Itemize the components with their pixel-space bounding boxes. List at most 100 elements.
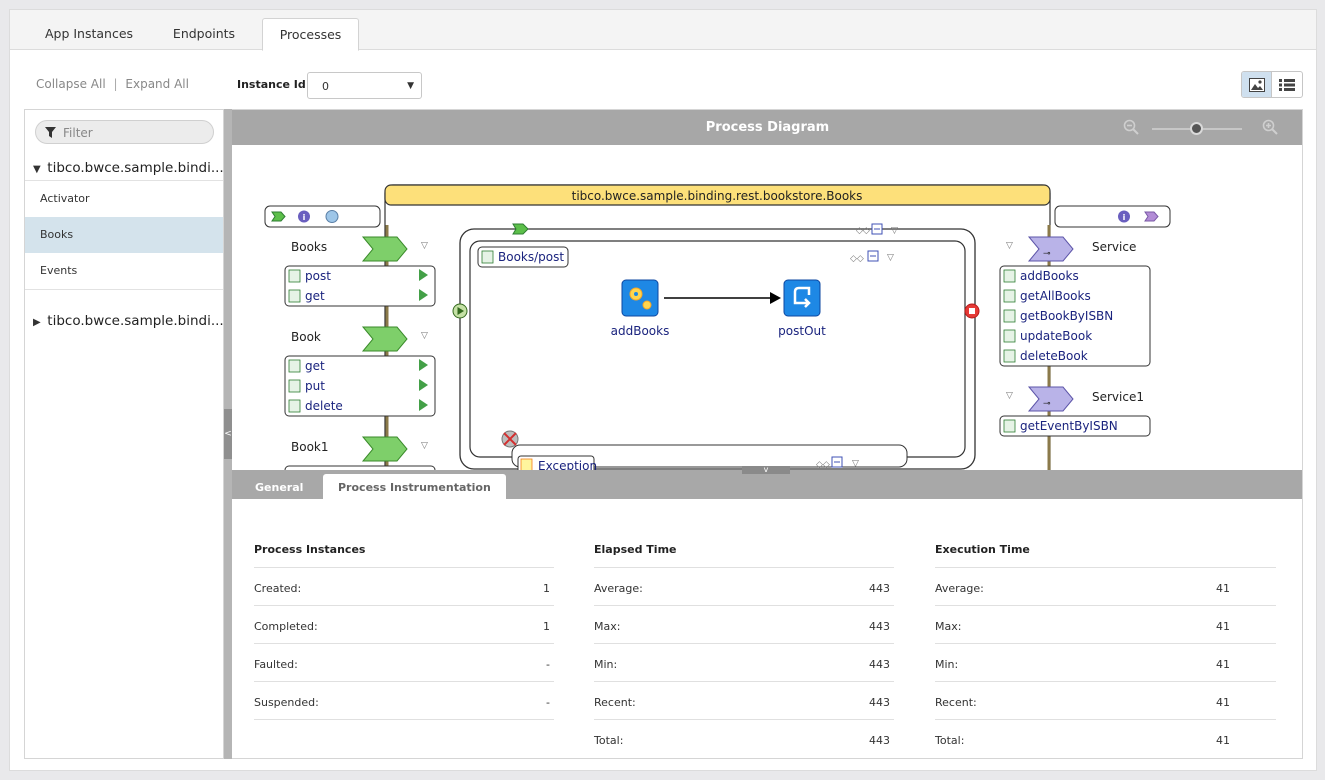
catch-all-icon [520, 458, 533, 470]
image-icon [1248, 77, 1265, 92]
tree-node-label: tibco.bwce.sample.bindi... [47, 313, 224, 329]
instance-id-select[interactable]: 0 ▼ [307, 72, 422, 99]
ops-box-book1 [284, 465, 436, 470]
triangle-down-icon[interactable]: ▼ [33, 164, 41, 175]
stat-row: Min:41 [935, 644, 1276, 682]
op-get[interactable]: get [305, 289, 325, 303]
play-icon[interactable] [419, 269, 428, 281]
stat-value: 41 [1216, 734, 1230, 747]
op-updatebook[interactable]: updateBook [1020, 329, 1092, 343]
zoom-slider-handle[interactable] [1190, 122, 1203, 135]
chevron-down-icon[interactable]: ▽ [421, 331, 428, 341]
op-geteventbyisbn[interactable]: getEventByISBN [1020, 419, 1118, 433]
elapsed-time-column: Elapsed Time Average:443 Max:443 Min:443… [594, 530, 894, 758]
stat-label: Total: [594, 734, 624, 747]
tree-node-app-2[interactable]: ▶ tibco.bwce.sample.bindi... [33, 313, 224, 329]
instance-id-label: Instance Id : [237, 78, 314, 91]
start-arrow-icon[interactable] [512, 223, 529, 235]
chevron-down-icon[interactable]: ▽ [421, 441, 428, 451]
play-icon[interactable] [419, 289, 428, 301]
triangle-right-icon[interactable]: ▶ [33, 317, 41, 328]
stat-label: Suspended: [254, 696, 319, 709]
play-icon[interactable] [419, 399, 428, 411]
panel-splitter[interactable]: < [224, 109, 232, 759]
op-deletebook[interactable]: deleteBook [1020, 349, 1088, 363]
collapse-all-link[interactable]: Collapse All [36, 77, 106, 91]
op-delete[interactable]: delete [305, 399, 343, 413]
diagram-header: Process Diagram [232, 110, 1302, 145]
chevron-down-icon[interactable]: ▽ [1006, 241, 1013, 251]
reply-icon[interactable] [783, 279, 821, 317]
scope-label: Books/post [498, 250, 564, 264]
activity-addbooks[interactable]: addBooks [611, 324, 670, 338]
rest-binding-icon[interactable] [361, 436, 408, 462]
tree-item-books[interactable]: Books [25, 217, 223, 253]
list-view-button[interactable] [1272, 72, 1302, 97]
operation-icon [481, 250, 494, 264]
rest-binding-icon[interactable] [361, 236, 408, 262]
reference-arrow-icon[interactable] [1144, 211, 1159, 222]
tab-processes[interactable]: Processes [262, 18, 359, 51]
stat-value: 41 [1216, 620, 1230, 633]
operation-icon [288, 359, 301, 373]
tab-app-instances[interactable]: App Instances [44, 26, 134, 41]
activity-postout[interactable]: postOut [778, 324, 826, 338]
stat-value: 443 [869, 734, 890, 747]
op-put[interactable]: put [305, 379, 325, 393]
process-diagram-canvas[interactable]: tibco.bwce.sample.binding.rest.bookstore… [232, 145, 1302, 470]
rest-binding-icon[interactable] [361, 326, 408, 352]
filter-icon [45, 127, 56, 138]
process-main-panel: Process Diagram tibco.bwce.sample.bindin… [232, 109, 1303, 759]
cloud-user-icon[interactable] [325, 210, 339, 223]
tree-node-app-1[interactable]: ▼ tibco.bwce.sample.bindi... [33, 160, 224, 176]
top-tab-bar: App Instances Endpoints Processes [10, 10, 1316, 51]
zoom-out-icon[interactable] [1123, 119, 1139, 135]
expand-all-link[interactable]: Expand All [125, 77, 189, 91]
info-icon[interactable] [298, 210, 310, 223]
play-icon[interactable] [419, 379, 428, 391]
link-icon[interactable]: ◇◇ [856, 226, 870, 236]
collapse-panel-icon[interactable]: < [224, 409, 232, 459]
op-addbooks[interactable]: addBooks [1020, 269, 1079, 283]
diagram-view-button[interactable] [1242, 72, 1273, 97]
op-getbookbyisbn[interactable]: getBookByISBN [1020, 309, 1113, 323]
op-get[interactable]: get [305, 359, 325, 373]
collapse-expand-links: Collapse All | Expand All [36, 77, 189, 91]
chevron-down-icon[interactable]: ▽ [1006, 391, 1013, 401]
op-getallbooks[interactable]: getAllBooks [1020, 289, 1091, 303]
column-header: Elapsed Time [594, 530, 894, 568]
play-icon[interactable] [419, 359, 428, 371]
chevron-down-icon[interactable]: ▽ [852, 459, 859, 469]
tab-process-instrumentation[interactable]: Process Instrumentation [323, 474, 506, 499]
filter-input[interactable]: Filter [35, 120, 214, 144]
stat-value: 443 [869, 620, 890, 633]
exception-label: Exception [538, 459, 597, 470]
zoom-in-icon[interactable] [1262, 119, 1278, 135]
link-icon[interactable]: ◇◇ [850, 254, 864, 264]
link-icon[interactable]: ◇◇ [816, 460, 830, 470]
stat-label: Faulted: [254, 658, 298, 671]
op-post[interactable]: post [305, 269, 331, 283]
execution-time-column: Execution Time Average:41 Max:41 Min:41 … [935, 530, 1276, 758]
column-header: Execution Time [935, 530, 1276, 568]
tree-item-activator[interactable]: Activator [40, 192, 90, 205]
tab-endpoints[interactable]: Endpoints [172, 26, 236, 41]
info-icon[interactable] [1118, 210, 1130, 223]
tree-item-events[interactable]: Events [40, 264, 78, 277]
tab-general[interactable]: General [255, 481, 304, 494]
chevron-down-icon[interactable]: ▽ [891, 226, 898, 236]
service-name-service1: Service1 [1092, 390, 1144, 404]
exception-label-box [517, 455, 595, 470]
reference-icon[interactable] [1027, 236, 1074, 262]
reference-icon[interactable] [1027, 386, 1074, 412]
resize-handle-chevron-icon[interactable]: v [742, 466, 790, 474]
component-name: tibco.bwce.sample.binding.rest.bookstore… [572, 189, 863, 203]
operation-icon [288, 289, 301, 303]
process-instances-column: Process Instances Created:1 Completed:1 … [254, 530, 554, 720]
stat-value: 41 [1216, 696, 1230, 709]
ops-box-service [999, 265, 1151, 367]
arrow-icon[interactable] [271, 211, 286, 222]
chevron-down-icon[interactable]: ▽ [887, 253, 894, 263]
chevron-down-icon[interactable]: ▽ [421, 241, 428, 251]
component-title-bar [384, 184, 1051, 206]
